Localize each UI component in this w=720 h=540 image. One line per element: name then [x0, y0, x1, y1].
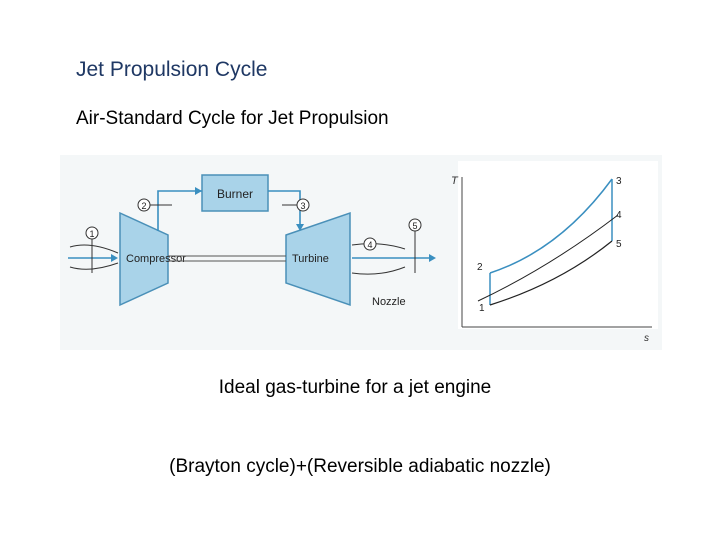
state-1-label: 1 — [89, 229, 94, 239]
turbine-label: Turbine — [292, 253, 329, 265]
slide-subtitle: Air-Standard Cycle for Jet Propulsion — [76, 108, 389, 129]
ts-point-3: 3 — [616, 176, 622, 187]
figure-svg: Burner Compressor Turbine 2 3 1 — [60, 155, 662, 350]
ts-point-4: 4 — [616, 210, 622, 221]
ts-plot-area — [458, 161, 658, 329]
state-2-label: 2 — [141, 201, 146, 211]
flow-arrowhead-turbine — [296, 224, 304, 231]
flow-burner-to-turbine — [268, 190, 301, 227]
slide-title: Jet Propulsion Cycle — [76, 58, 268, 81]
exhaust-arrowhead — [429, 254, 436, 262]
ts-constant-pressure-line — [477, 214, 619, 302]
state-4-label: 4 — [367, 240, 372, 250]
burner-box — [201, 174, 269, 212]
nozzle-streamline-bottom — [351, 266, 406, 275]
state-3-label: 3 — [300, 201, 305, 211]
flow-arrowhead-burner — [195, 187, 202, 195]
burner-label: Burner — [217, 187, 253, 201]
turbine-shape — [285, 211, 351, 307]
compressor-label: Compressor — [126, 253, 186, 265]
flow-comp-to-burner — [157, 190, 202, 231]
ts-y-axis-label: T — [451, 175, 459, 187]
ts-point-5: 5 — [616, 239, 622, 250]
ts-process-2-3 — [489, 178, 613, 274]
ts-x-axis-label: s — [644, 333, 649, 344]
nozzle-label: Nozzle — [372, 296, 406, 308]
figure-caption: Ideal gas-turbine for a jet engine — [218, 377, 492, 398]
nozzle-streamline-top — [351, 243, 406, 250]
ts-process-5-1 — [489, 240, 613, 306]
ts-point-2: 2 — [477, 262, 483, 273]
inlet-arrowhead — [111, 254, 118, 262]
state-5-label: 5 — [412, 221, 417, 231]
cycle-description: (Brayton cycle)+(Reversible adiabatic no… — [169, 456, 551, 477]
ts-point-1: 1 — [479, 303, 485, 314]
jet-engine-figure: Burner Compressor Turbine 2 3 1 — [60, 155, 662, 350]
state-4-marker — [363, 237, 377, 251]
compressor-shape — [119, 211, 169, 307]
